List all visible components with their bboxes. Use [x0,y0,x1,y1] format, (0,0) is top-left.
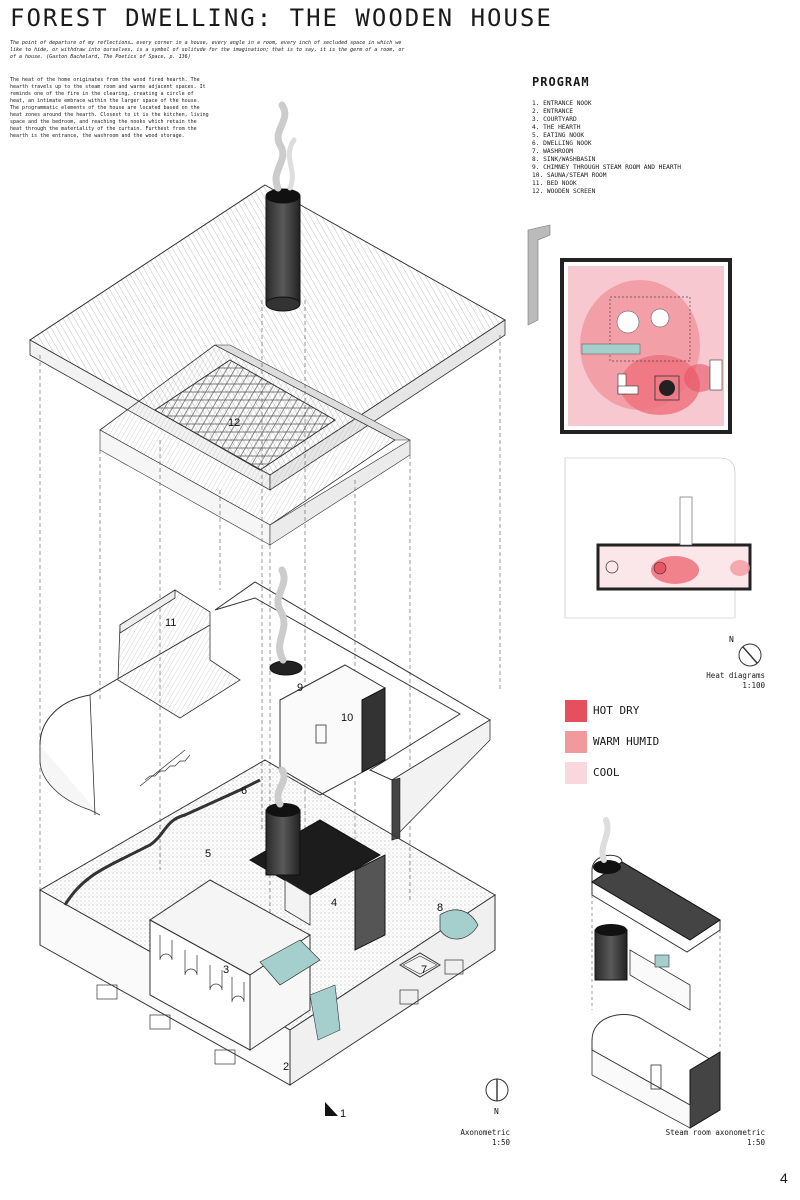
upper-floor-layer [39,566,491,841]
label-7: 7 [421,964,427,976]
label-5: 5 [205,848,211,860]
legend-label: WARM HUMID [593,735,660,748]
program-title: PROGRAM [532,75,590,89]
program-item: 9. CHIMNEY THROUGH STEAM ROOM AND HEARTH [532,164,682,171]
program-item: 7. WASHROOM [532,148,573,155]
label-1: 1 [340,1108,346,1120]
bachelard-quote: The point of departure of my reflections… [10,40,405,60]
chimney-top [265,101,301,312]
stairs [139,749,191,787]
legend-swatch [565,700,587,722]
label-6: 6 [241,785,247,797]
program-item: 12. WOODEN SCREEN [532,188,596,195]
page-title: FOREST DWELLING: THE WOODEN HOUSE [10,4,553,32]
legend-label: HOT DRY [593,704,640,717]
axonometric-caption: Axonometric 1:50 [460,1128,510,1147]
ground-floor-layer [38,759,496,1116]
program-list: 1. ENTRANCE NOOK 2. ENTRANCE 3. COURTYAR… [532,100,681,196]
label-12: 12 [228,417,240,429]
page-number: 4 [780,1170,788,1186]
legend-label: COOL [593,766,620,779]
svg-text:N: N [729,635,734,644]
roof-layer [29,184,506,546]
heat-diagram-caption: Heat diagrams 1:100 [706,671,765,690]
program-item: 2. ENTRANCE [532,108,573,115]
program-item: 11. BED NOOK [532,180,577,187]
heat-diagram-plan-upper [564,457,752,619]
program-item: 3. COURTYARD [532,116,577,123]
program-item: 1. ENTRANCE NOOK [532,100,592,107]
program-item: 5. EATING NOOK [532,132,585,139]
legend-swatch [565,731,587,753]
label-10: 10 [341,712,353,724]
axo-number-labels: 1 2 3 4 5 6 7 8 9 10 11 12 [165,417,443,1120]
program-item: 6. DWELLING NOOK [532,140,592,147]
label-3: 3 [223,964,229,976]
label-4: 4 [331,897,337,909]
steam-room-caption: Steam room axonometric 1:50 [665,1128,765,1147]
intro-text: The heat of the home originates from the… [10,77,209,139]
program-item: 4. THE HEARTH [532,124,581,131]
svg-text:N: N [494,1107,499,1116]
program-item: 10. SAUNA/STEAM ROOM [532,172,607,179]
label-2: 2 [283,1061,289,1073]
north-arrow-icon: N [485,1078,509,1116]
wooden-screen-grid [154,359,336,471]
program-item: 8. SINK/WASHBASIN [532,156,596,163]
legend-swatch [565,762,587,784]
north-arrow-icon: N [729,635,762,667]
steam-room-axonometric [591,817,721,1129]
heat-diagram-plan-ground [527,224,732,434]
label-8: 8 [437,902,443,914]
entrance-marker [325,1102,338,1116]
label-11: 11 [165,617,176,629]
label-9: 9 [297,682,303,694]
